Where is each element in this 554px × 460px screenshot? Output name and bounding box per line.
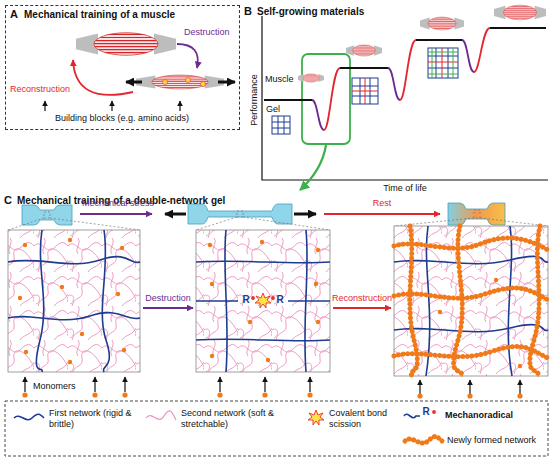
series-label: Gel: [266, 104, 280, 115]
legend-text: Newly formed network: [447, 435, 547, 446]
dashed-panel: A Mechanical training of a muscle: [5, 5, 240, 130]
series-label: Muscle: [265, 74, 294, 85]
legend-text: First network (rigid & brittle): [49, 408, 133, 431]
axis-label: Performance: [249, 74, 260, 126]
arrow-label: Reconstruction: [10, 84, 70, 95]
arrow-label: Rest: [373, 198, 392, 209]
radical-symbol: R: [276, 294, 283, 306]
panel-title: Mechanical training of a muscle: [24, 9, 175, 21]
arrow-label: Destruction: [145, 293, 191, 304]
panel-title: Self-growing materials: [257, 6, 364, 18]
legend-text: Covalent bond scission: [329, 408, 403, 431]
arrow-label: Destruction: [184, 27, 230, 38]
arrow-label: Reconstruction: [332, 293, 392, 304]
annotation: Monomers: [33, 381, 76, 392]
radical-symbol: R: [242, 294, 249, 306]
arrow-label: Mechanical stress: [82, 198, 154, 209]
panel-letter: B: [244, 5, 252, 18]
legend-text: Second network (soft & stretchable): [181, 408, 285, 431]
legend-text: Mechanoradical: [445, 410, 513, 421]
panel-letter: C: [4, 194, 12, 207]
panel-letter: A: [10, 8, 18, 21]
axis-label: Time of life: [383, 183, 427, 194]
radical-symbol: R: [422, 406, 429, 418]
annotation: Building blocks (e.g. amino acids): [55, 113, 189, 124]
